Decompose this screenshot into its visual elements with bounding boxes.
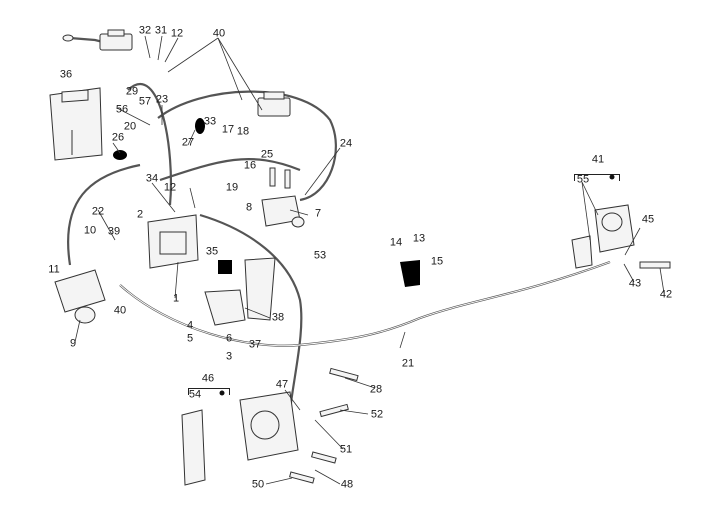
callout-34: 34 xyxy=(145,172,159,185)
kit-bracket-41 xyxy=(574,174,620,181)
rear-caliper-small xyxy=(261,195,305,228)
hose-bracket xyxy=(400,260,420,287)
callout-28: 28 xyxy=(369,383,383,396)
callout-14: 14 xyxy=(389,236,403,249)
front-left-caliper xyxy=(54,269,106,324)
callout-38: 38 xyxy=(271,311,285,324)
callout-29: 29 xyxy=(125,85,139,98)
leader-lines xyxy=(74,35,665,485)
callout-16: 16 xyxy=(243,159,257,172)
callout-41: 41 xyxy=(591,153,605,166)
callout-40: 40 xyxy=(212,27,226,40)
callout-55: 55 xyxy=(576,173,590,186)
callout-12-lower: 12 xyxy=(163,181,177,194)
callout-3: 3 xyxy=(225,350,233,363)
callout-17: 17 xyxy=(221,123,235,136)
callout-46: 46 xyxy=(201,372,215,385)
abs-bracket xyxy=(204,257,276,326)
abs-control-unit xyxy=(147,214,199,269)
callout-2: 2 xyxy=(136,208,144,221)
callout-50: 50 xyxy=(251,478,265,491)
callout-19: 19 xyxy=(225,181,239,194)
front-master-cylinder xyxy=(62,29,133,51)
callout-23: 23 xyxy=(155,93,169,106)
callout-56: 56 xyxy=(115,103,129,116)
clip xyxy=(195,118,205,134)
callout-31: 31 xyxy=(154,24,168,37)
callout-39: 39 xyxy=(107,225,121,238)
callout-32: 32 xyxy=(138,24,152,37)
callout-27: 27 xyxy=(181,136,195,149)
callout-36: 36 xyxy=(59,68,73,81)
brake-hoses xyxy=(67,36,611,411)
rear-master-cylinder xyxy=(257,91,291,117)
callout-57: 57 xyxy=(138,95,152,108)
callout-26: 26 xyxy=(111,131,125,144)
callout-53: 53 xyxy=(313,249,327,262)
kit-marker-41 xyxy=(609,174,615,180)
callout-1: 1 xyxy=(172,292,180,305)
callout-21: 21 xyxy=(401,357,415,370)
callout-18: 18 xyxy=(236,125,250,138)
callout-45: 45 xyxy=(641,213,655,226)
callout-48: 48 xyxy=(340,478,354,491)
grommet xyxy=(113,150,127,160)
callout-22: 22 xyxy=(91,205,105,218)
kit-bracket-46 xyxy=(188,388,230,395)
callout-8: 8 xyxy=(245,201,253,214)
callout-10: 10 xyxy=(83,224,97,237)
callout-12: 12 xyxy=(170,27,184,40)
callout-24: 24 xyxy=(339,137,353,150)
rear-right-caliper xyxy=(571,204,635,269)
callout-25: 25 xyxy=(260,148,274,161)
callout-37: 37 xyxy=(248,338,262,351)
abs-cover xyxy=(49,87,103,161)
callout-47: 47 xyxy=(275,378,289,391)
callout-13: 13 xyxy=(412,232,426,245)
bolts xyxy=(269,167,671,484)
callout-7: 7 xyxy=(314,207,322,220)
callout-35: 35 xyxy=(205,245,219,258)
callout-6: 6 xyxy=(225,332,233,345)
callout-33: 33 xyxy=(203,115,217,128)
callout-20: 20 xyxy=(123,120,137,133)
kit-marker-46 xyxy=(219,390,225,396)
callout-42: 42 xyxy=(659,288,673,301)
callout-4: 4 xyxy=(186,319,194,332)
callout-11: 11 xyxy=(48,263,60,276)
front-right-caliper xyxy=(181,391,299,486)
relay xyxy=(218,260,232,274)
callout-51: 51 xyxy=(339,443,353,456)
callout-43: 43 xyxy=(628,277,642,290)
callout-52: 52 xyxy=(370,408,384,421)
callout-9: 9 xyxy=(69,337,77,350)
callout-54: 54 xyxy=(188,388,202,401)
callout-40-lower: 40 xyxy=(113,304,127,317)
callout-15: 15 xyxy=(430,255,444,268)
callout-5: 5 xyxy=(186,332,194,345)
